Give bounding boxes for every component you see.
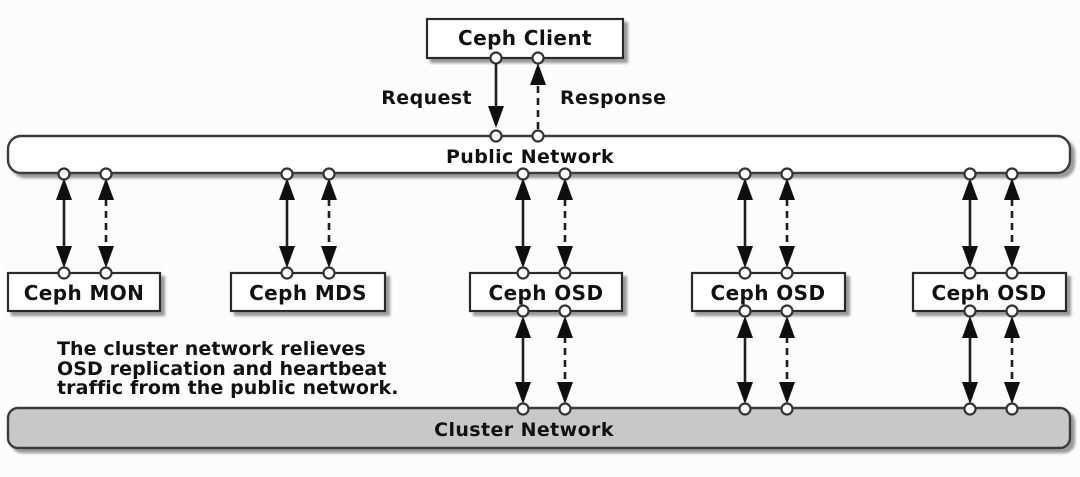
ceph-client-label: Ceph Client <box>458 26 592 50</box>
ceph-osd-2-box <box>690 271 847 313</box>
node-ceph-osd-1: Ceph OSD <box>468 271 624 313</box>
node-ceph-client: Ceph Client <box>425 17 625 60</box>
connection-port <box>531 129 545 143</box>
connection-port <box>489 129 503 143</box>
links-public-osd-1 <box>513 167 575 280</box>
ceph-mds-box <box>229 271 387 313</box>
node-ceph-mon: Ceph MON <box>6 271 162 313</box>
ceph-osd-3-label: Ceph OSD <box>932 281 1047 305</box>
node-ceph-osd-2: Ceph OSD <box>690 271 847 313</box>
cluster-network-label: Cluster Network <box>434 419 614 441</box>
ceph-mon-label: Ceph MON <box>24 281 145 305</box>
node-ceph-osd-3: Ceph OSD <box>911 271 1068 313</box>
links-cluster-osd-2 <box>735 304 797 416</box>
connection-port <box>489 51 503 65</box>
cluster-network-bar <box>6 406 1072 450</box>
request-arrowhead-icon <box>488 106 504 128</box>
request-label: Request <box>381 87 472 109</box>
ceph-mon-box <box>6 271 162 313</box>
ceph-mds-label: Ceph MDS <box>249 281 367 305</box>
public-network-label: Public Network <box>446 146 614 168</box>
links-cluster-osd-3 <box>960 304 1022 416</box>
links-public-osd-2 <box>735 167 797 280</box>
note-line-2: OSD replication and heartbeat <box>57 358 387 380</box>
connection-port <box>531 51 545 65</box>
ceph-osd-3-box <box>911 271 1068 313</box>
cluster-network: Cluster Network <box>6 406 1072 450</box>
node-ceph-mds: Ceph MDS <box>229 271 387 313</box>
links-public-mon <box>54 167 116 280</box>
response-label: Response <box>560 87 666 109</box>
response-arrowhead-icon <box>530 63 546 85</box>
links-public-mds <box>277 167 339 280</box>
ceph-osd-1-label: Ceph OSD <box>489 281 604 305</box>
public-network: Public Network <box>6 134 1072 175</box>
note-line-1: The cluster network relieves <box>57 338 366 360</box>
ceph-osd-1-box <box>468 271 624 313</box>
ceph-osd-2-label: Ceph OSD <box>711 281 826 305</box>
client-network-links <box>488 51 546 143</box>
links-cluster-osd-1 <box>513 304 575 416</box>
ceph-client-box <box>425 17 625 60</box>
links-public-osd-3 <box>960 167 1022 280</box>
cluster-network-note: The cluster network relieves OSD replica… <box>57 338 399 399</box>
note-line-3: traffic from the public network. <box>57 377 399 399</box>
